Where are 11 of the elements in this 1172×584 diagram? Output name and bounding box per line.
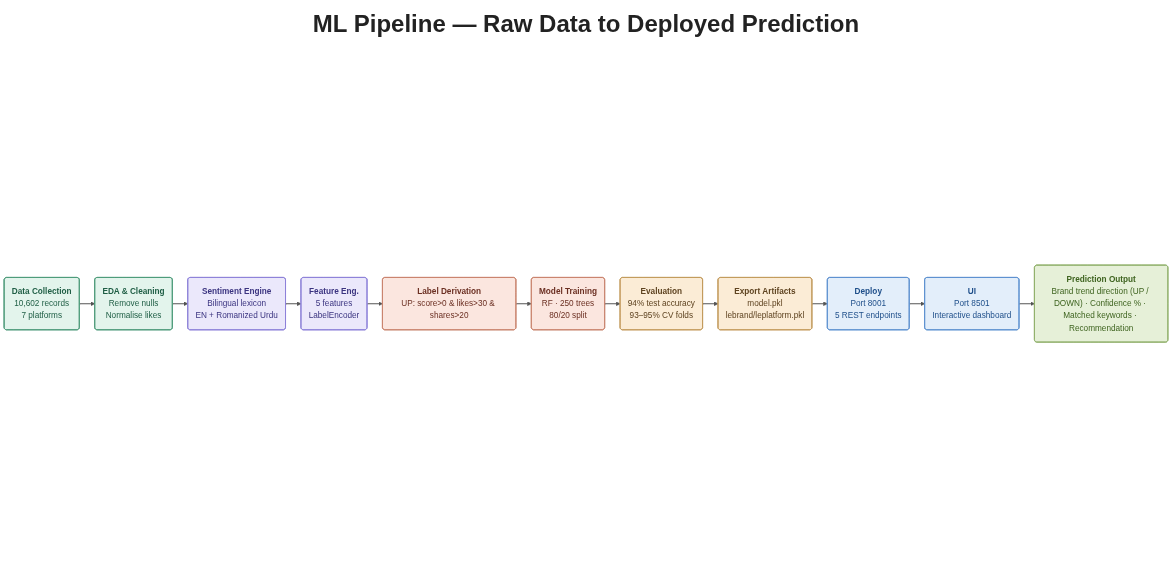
- arrow: [1018, 301, 1035, 307]
- arrow: [702, 301, 719, 307]
- arrow: [908, 301, 926, 307]
- arrow: [285, 301, 302, 307]
- arrow: [515, 301, 532, 307]
- arrow: [366, 301, 383, 307]
- arrow: [811, 301, 828, 307]
- arrow: [172, 301, 189, 307]
- arrow: [604, 301, 621, 307]
- diagram-title: ML Pipeline — Raw Data to Deployed Prediction: [311, 10, 861, 38]
- arrow: [79, 301, 96, 307]
